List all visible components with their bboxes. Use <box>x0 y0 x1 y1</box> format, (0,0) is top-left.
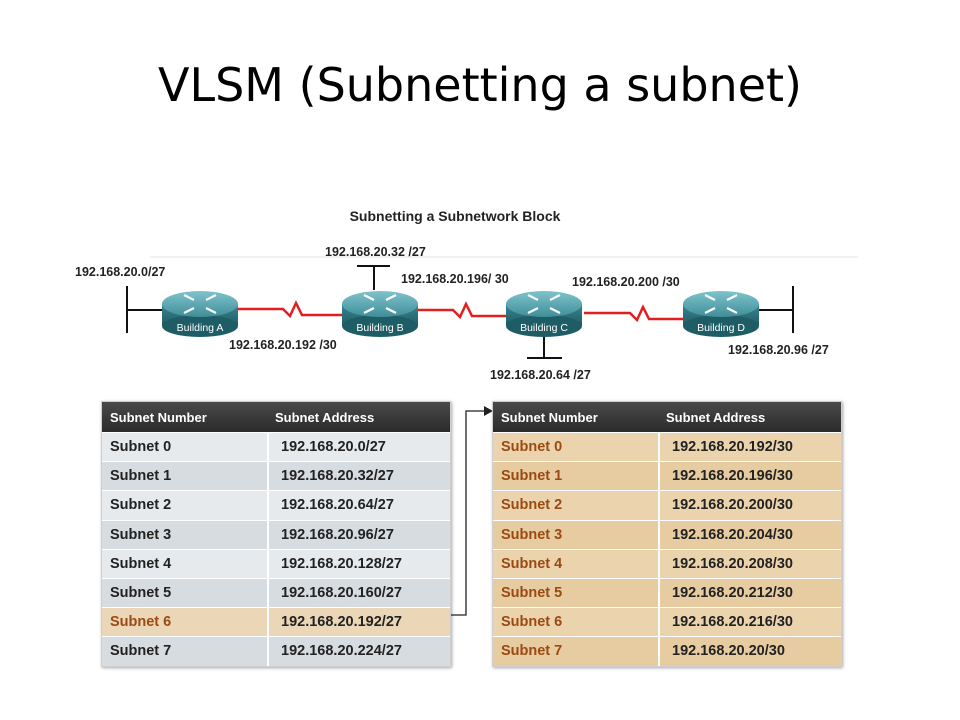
subnet-number-cell: Subnet 4 <box>493 549 660 578</box>
router-building-d <box>683 291 759 337</box>
arrow-head-icon <box>484 406 493 416</box>
router-building-b <box>342 291 418 337</box>
wan-link-cd <box>584 304 686 323</box>
table-row: Subnet 0 192.168.20.0/27 <box>102 432 450 462</box>
subnet-number-cell: Subnet 1 <box>102 462 269 491</box>
connector-arrow <box>449 410 484 616</box>
table-row: Subnet 5 192.168.20.212/30 <box>493 577 841 608</box>
subnet-address-cell: 192.168.20.96/27 <box>281 526 394 543</box>
table-row: Subnet 7 192.168.20.224/27 <box>102 636 450 666</box>
subnet-address-cell: 192.168.20.20/30 <box>672 643 785 660</box>
subnet-number-cell: Subnet 2 <box>493 491 660 520</box>
subnet-table-30: Subnet Number Subnet Address Subnet 0 192… <box>492 401 842 667</box>
diagram-title: Subnetting a Subnetwork Block <box>349 208 561 224</box>
subnet-number-cell: Subnet 3 <box>102 520 269 549</box>
table-header: Subnet Number Subnet Address <box>102 402 450 432</box>
lan-segment-a <box>126 286 165 333</box>
subnet-address-cell: 192.168.20.128/27 <box>281 555 402 572</box>
label-wan-ab: 192.168.20.192 /30 <box>229 338 337 352</box>
label-lan-a: 192.168.20.0/27 <box>75 265 166 279</box>
lan-segment-b <box>357 265 390 290</box>
table-row: Subnet 2 192.168.20.200/30 <box>493 490 841 520</box>
table-row: Subnet 7 192.168.20.20/30 <box>493 636 841 666</box>
table-row: Subnet 3 192.168.20.204/30 <box>493 519 841 549</box>
table-row: Subnet 4 192.168.20.208/30 <box>493 548 841 578</box>
column-header-subnet-number: Subnet Number <box>110 409 207 425</box>
router-building-a <box>162 291 238 337</box>
subnet-address-cell: 192.168.20.208/30 <box>672 555 793 572</box>
subnet-address-cell: 192.168.20.224/27 <box>281 643 402 660</box>
table-row: Subnet 1 192.168.20.32/27 <box>102 461 450 491</box>
table-row-highlighted: Subnet 6 192.168.20.192/27 <box>102 607 450 637</box>
lan-segment-c <box>527 335 562 359</box>
router-label-c: Building C <box>520 322 568 334</box>
router-label-d: Building D <box>697 322 745 334</box>
label-lan-c: 192.168.20.64 /27 <box>490 368 591 382</box>
subnet-number-cell: Subnet 5 <box>493 578 660 608</box>
subnet-address-cell: 192.168.20.160/27 <box>281 585 402 602</box>
subnet-address-cell: 192.168.20.0/27 <box>281 439 386 456</box>
subnet-address-cell: 192.168.20.192/27 <box>281 614 402 631</box>
label-wan-bc: 192.168.20.196/ 30 <box>401 272 509 286</box>
table-row: Subnet 5 192.168.20.160/27 <box>102 577 450 608</box>
table-header: Subnet Number Subnet Address <box>493 402 841 432</box>
subnet-address-cell: 192.168.20.192/30 <box>672 439 793 456</box>
subnet-address-cell: 192.168.20.200/30 <box>672 497 793 514</box>
subnet-address-cell: 192.168.20.216/30 <box>672 614 793 631</box>
lan-segment-d <box>757 286 794 333</box>
subnet-number-cell: Subnet 5 <box>102 578 269 608</box>
subnet-number-cell: Subnet 6 <box>102 608 269 637</box>
subnet-address-cell: 192.168.20.32/27 <box>281 468 394 485</box>
subnet-address-cell: 192.168.20.64/27 <box>281 497 394 514</box>
router-label-b: Building B <box>356 322 404 334</box>
subnet-address-cell: 192.168.20.204/30 <box>672 526 793 543</box>
column-header-subnet-address: Subnet Address <box>666 409 766 425</box>
router-label-a: Building A <box>176 322 224 334</box>
label-lan-b: 192.168.20.32 /27 <box>325 245 426 259</box>
subnet-address-cell: 192.168.20.196/30 <box>672 468 793 485</box>
label-lan-d: 192.168.20.96 /27 <box>728 343 829 357</box>
table-row: Subnet 2 192.168.20.64/27 <box>102 490 450 520</box>
table-row: Subnet 4 192.168.20.128/27 <box>102 548 450 578</box>
slide-title: VLSM (Subnetting a subnet) <box>158 58 802 112</box>
subnet-number-cell: Subnet 6 <box>493 608 660 637</box>
subnet-number-cell: Subnet 0 <box>493 433 660 462</box>
wan-link-bc <box>417 301 508 320</box>
subnet-number-cell: Subnet 3 <box>493 520 660 549</box>
subnet-table-27: Subnet Number Subnet Address Subnet 0 192… <box>101 401 451 667</box>
table-row: Subnet 6 192.168.20.216/30 <box>493 607 841 637</box>
table-row: Subnet 0 192.168.20.192/30 <box>493 432 841 462</box>
column-header-subnet-number: Subnet Number <box>501 409 598 425</box>
router-building-c <box>506 291 582 337</box>
subnet-number-cell: Subnet 1 <box>493 462 660 491</box>
subnet-number-cell: Subnet 7 <box>493 637 660 666</box>
subnet-number-cell: Subnet 2 <box>102 491 269 520</box>
wan-link-ab <box>237 300 345 319</box>
column-header-subnet-address: Subnet Address <box>275 409 375 425</box>
subnet-number-cell: Subnet 7 <box>102 637 269 666</box>
subnet-address-cell: 192.168.20.212/30 <box>672 585 793 602</box>
subnet-number-cell: Subnet 0 <box>102 433 269 462</box>
table-row: Subnet 1 192.168.20.196/30 <box>493 461 841 491</box>
label-wan-cd: 192.168.20.200 /30 <box>572 275 680 289</box>
table-row: Subnet 3 192.168.20.96/27 <box>102 519 450 549</box>
subnet-number-cell: Subnet 4 <box>102 549 269 578</box>
